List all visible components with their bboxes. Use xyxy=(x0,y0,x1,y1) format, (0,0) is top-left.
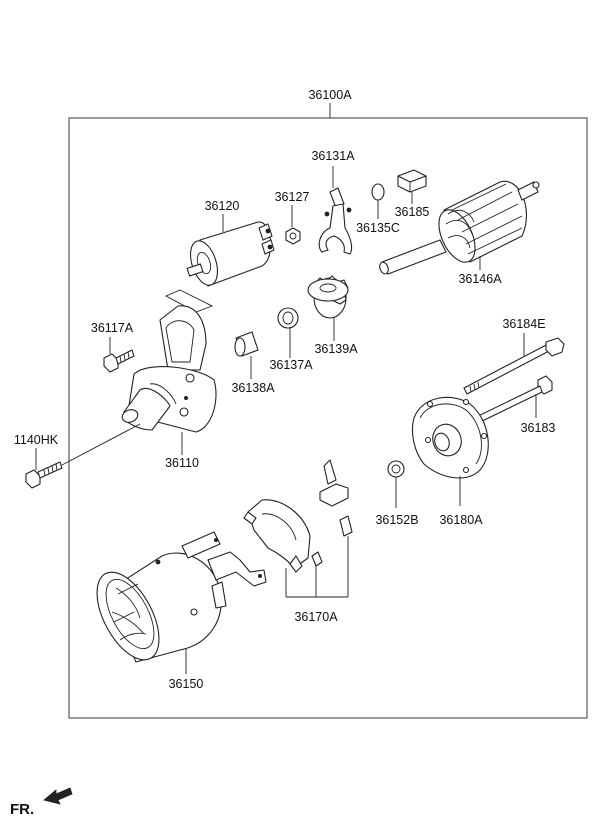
label-36184E: 36184E xyxy=(502,317,545,331)
solenoid-part-icon xyxy=(186,221,275,287)
orientation-label: FR. xyxy=(10,801,34,818)
armature-part-icon xyxy=(379,180,540,275)
brush-part-icon xyxy=(397,169,427,193)
rear-bracket-part-icon xyxy=(411,396,489,479)
label-36150: 36150 xyxy=(169,677,204,691)
label-1140HK: 1140HK xyxy=(14,433,59,447)
label-36139A: 36139A xyxy=(314,342,358,356)
label-36183: 36183 xyxy=(521,421,556,435)
label-36127: 36127 xyxy=(275,190,310,204)
bearing-part-icon xyxy=(387,460,405,478)
label-36185: 36185 xyxy=(395,205,430,219)
leader-1140HK xyxy=(61,423,141,466)
pinion-gear-part-icon xyxy=(307,275,349,319)
forward-arrow-icon xyxy=(43,787,73,805)
label-36100A: 36100A xyxy=(308,88,352,102)
washer-part-icon xyxy=(371,183,385,201)
label-36152B: 36152B xyxy=(375,513,418,527)
yoke-part-icon xyxy=(96,531,267,663)
screw-part-icon xyxy=(103,349,135,373)
label-36138A: 36138A xyxy=(231,381,275,395)
front-housing-part-icon xyxy=(121,305,217,433)
label-36137A: 36137A xyxy=(269,358,313,372)
stop-ring-part-icon xyxy=(277,307,299,329)
label-36131A: 36131A xyxy=(311,149,355,163)
assembly-frame xyxy=(68,117,588,719)
through-bolt-part-icon xyxy=(463,337,565,395)
label-36117A: 36117A xyxy=(91,321,134,335)
label-36110: 36110 xyxy=(165,456,199,470)
label-36146A: 36146A xyxy=(458,272,502,286)
label-36120: 36120 xyxy=(205,199,240,213)
label-36135C: 36135C xyxy=(356,221,400,235)
label-36180A: 36180A xyxy=(439,513,483,527)
brush-holder-part-icon xyxy=(243,459,353,573)
nut-part-icon xyxy=(285,227,301,245)
hex-bolt-part-icon xyxy=(25,461,63,489)
bushing-part-icon xyxy=(234,331,259,357)
shift-lever-part-icon xyxy=(318,187,353,255)
label-36170A: 36170A xyxy=(294,610,338,624)
